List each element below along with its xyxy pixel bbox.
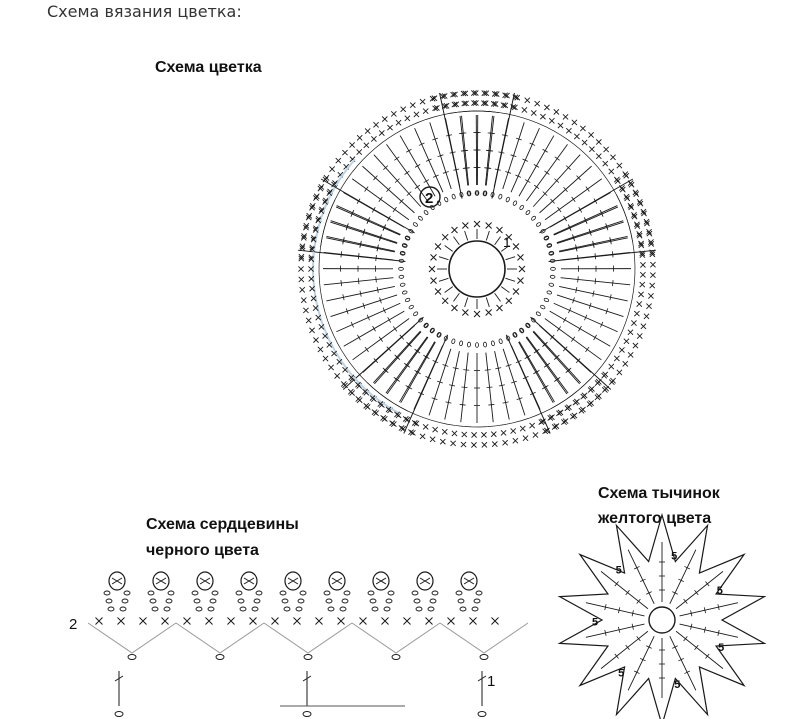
- flower-core: [428, 220, 526, 318]
- center-repeat: [191, 571, 219, 612]
- flower-row-mark-2: 2: [419, 186, 441, 208]
- flower-center-ring: [448, 240, 506, 298]
- flower-petal: [342, 316, 615, 448]
- svg-text:5: 5: [618, 668, 624, 680]
- svg-text:5: 5: [717, 585, 723, 597]
- center-repeat: [235, 571, 263, 612]
- center-title-line2: черного цвета: [146, 542, 259, 559]
- crochet-diagram-svg: 1 2 Схема цветка Схема сердцевины черног…: [69, 59, 767, 719]
- center-repeat: [411, 571, 439, 612]
- flower-diagram: 1 2: [297, 90, 657, 448]
- center-repeat: [455, 571, 483, 612]
- center-repeat: [367, 571, 395, 612]
- svg-text:5: 5: [718, 642, 724, 654]
- stamens-title-line1: Схема тычинок: [598, 485, 721, 502]
- flower-row-mark-1: 1: [503, 234, 511, 250]
- center-repeat: [147, 571, 175, 612]
- center-repeat: [323, 571, 351, 612]
- stamens-star-outline: [557, 512, 767, 719]
- flower-petals: [297, 90, 657, 448]
- svg-text:5: 5: [674, 679, 680, 691]
- flower-petal: [431, 90, 657, 262]
- flower-petal: [298, 158, 449, 436]
- svg-text:2: 2: [425, 190, 433, 207]
- center-repeat: [103, 571, 131, 612]
- center-chart: [87, 571, 529, 717]
- svg-text:5: 5: [592, 617, 598, 629]
- svg-text:5: 5: [616, 564, 622, 576]
- center-repeat: [279, 571, 307, 612]
- stamens-chart: 5 5 5 5 5 5 5: [557, 512, 767, 719]
- stamens-center-ring: [648, 606, 676, 634]
- crochet-diagram-figure: 1 2 Схема цветка Схема сердцевины черног…: [47, 26, 802, 719]
- center-title-line1: Схема сердцевины: [146, 516, 299, 533]
- flower-diagram-title: Схема цветка: [155, 59, 262, 76]
- page-title: Схема вязания цветка:: [47, 2, 242, 21]
- svg-text:5: 5: [671, 550, 677, 562]
- center-row-mark-1: 1: [487, 673, 495, 690]
- center-row-mark-2: 2: [69, 616, 77, 633]
- stamens-title-line2: желтого цвета: [597, 510, 711, 527]
